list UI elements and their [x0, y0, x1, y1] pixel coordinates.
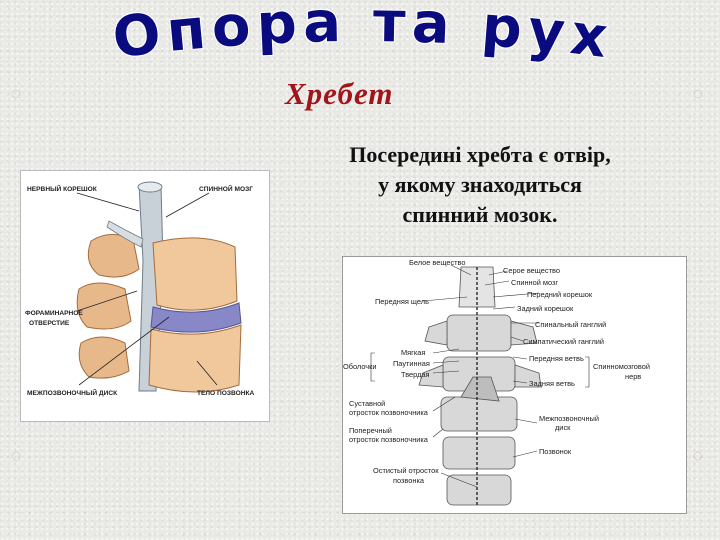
label-white-matter: Белое вещество — [409, 258, 465, 267]
label-spinous-line2: позвонка — [393, 476, 425, 485]
slide-title-text: Опора та рух — [109, 6, 617, 72]
label-disc-line2: диск — [555, 423, 571, 432]
label-disc: МЕЖПОЗВОНОЧНЫЙ ДИСК — [27, 388, 118, 397]
vertebral-body-upper — [153, 238, 237, 310]
slide-subtitle: Хребет — [285, 76, 393, 112]
label-hard: Твердая — [401, 370, 430, 379]
vertebra-illustration: НЕРВНЫЙ КОРЕШОК СПИННОЙ МОЗГ ФОРАМИНАРНО… — [20, 170, 270, 422]
slide-title: Опора та рух — [0, 6, 720, 76]
decorative-mark — [692, 450, 704, 462]
label-posterior-root: Задний корешок — [517, 304, 574, 313]
label-nerve-root: НЕРВНЫЙ КОРЕШОК — [27, 184, 98, 193]
label-gray-matter: Серое вещество — [503, 266, 560, 275]
label-sympathetic-ganglion: Симпатический ганглий — [523, 337, 604, 346]
decorative-mark — [692, 88, 704, 100]
slide-body-text: Посередині хребта є отвір, у якому знахо… — [290, 140, 670, 230]
label-articular-line2: отросток позвоночника — [349, 408, 429, 417]
decorative-mark — [10, 88, 22, 100]
label-spinous-line1: Остистый отросток — [373, 466, 439, 475]
vertebral-body-lower — [149, 325, 241, 392]
label-articular-line1: Суставной — [349, 399, 385, 408]
label-arachnoid: Паутинная — [393, 359, 430, 368]
label-anterior-root: Передний корешок — [527, 290, 593, 299]
label-transverse-line1: Поперечный — [349, 426, 392, 435]
label-disc-line1: Межпозвоночный — [539, 414, 599, 423]
label-anterior-fissure: Передняя щель — [375, 297, 429, 306]
label-foramen-line1: ФОРАМИНАРНОЕ — [25, 310, 83, 317]
label-spinal-cord-2: Спинной мозг — [511, 278, 558, 287]
decorative-mark — [10, 450, 22, 462]
body-line-1: Посередині хребта є отвір, — [290, 140, 670, 170]
body-line-3: спинний мозок. — [290, 200, 670, 230]
body-line-2: у якому знаходиться — [290, 170, 670, 200]
label-posterior-branch: Задняя ветвь — [529, 379, 575, 388]
label-vertebra: Позвонок — [539, 447, 572, 456]
label-spinal-cord: СПИННОЙ МОЗГ — [199, 184, 253, 193]
label-spinal-ganglion: Спинальный ганглий — [535, 320, 606, 329]
spinal-column-diagram: Белое вещество Серое вещество Спинной мо… — [342, 256, 687, 514]
label-membranes: Оболочки — [343, 362, 377, 371]
label-vertebral-body: ТЕЛО ПОЗВОНКА — [197, 390, 255, 397]
label-soft: Мягкая — [401, 348, 425, 357]
vertebral-processes-shape — [77, 234, 139, 378]
label-spinal-nerve-line1: Спинномозговой — [593, 362, 650, 371]
label-foramen-line2: ОТВЕРСТИЕ — [29, 320, 70, 327]
label-transverse-line2: отросток позвоночника — [349, 435, 429, 444]
label-anterior-branch: Передняя ветвь — [529, 354, 584, 363]
label-spinal-nerve-line2: нерв — [625, 372, 641, 381]
